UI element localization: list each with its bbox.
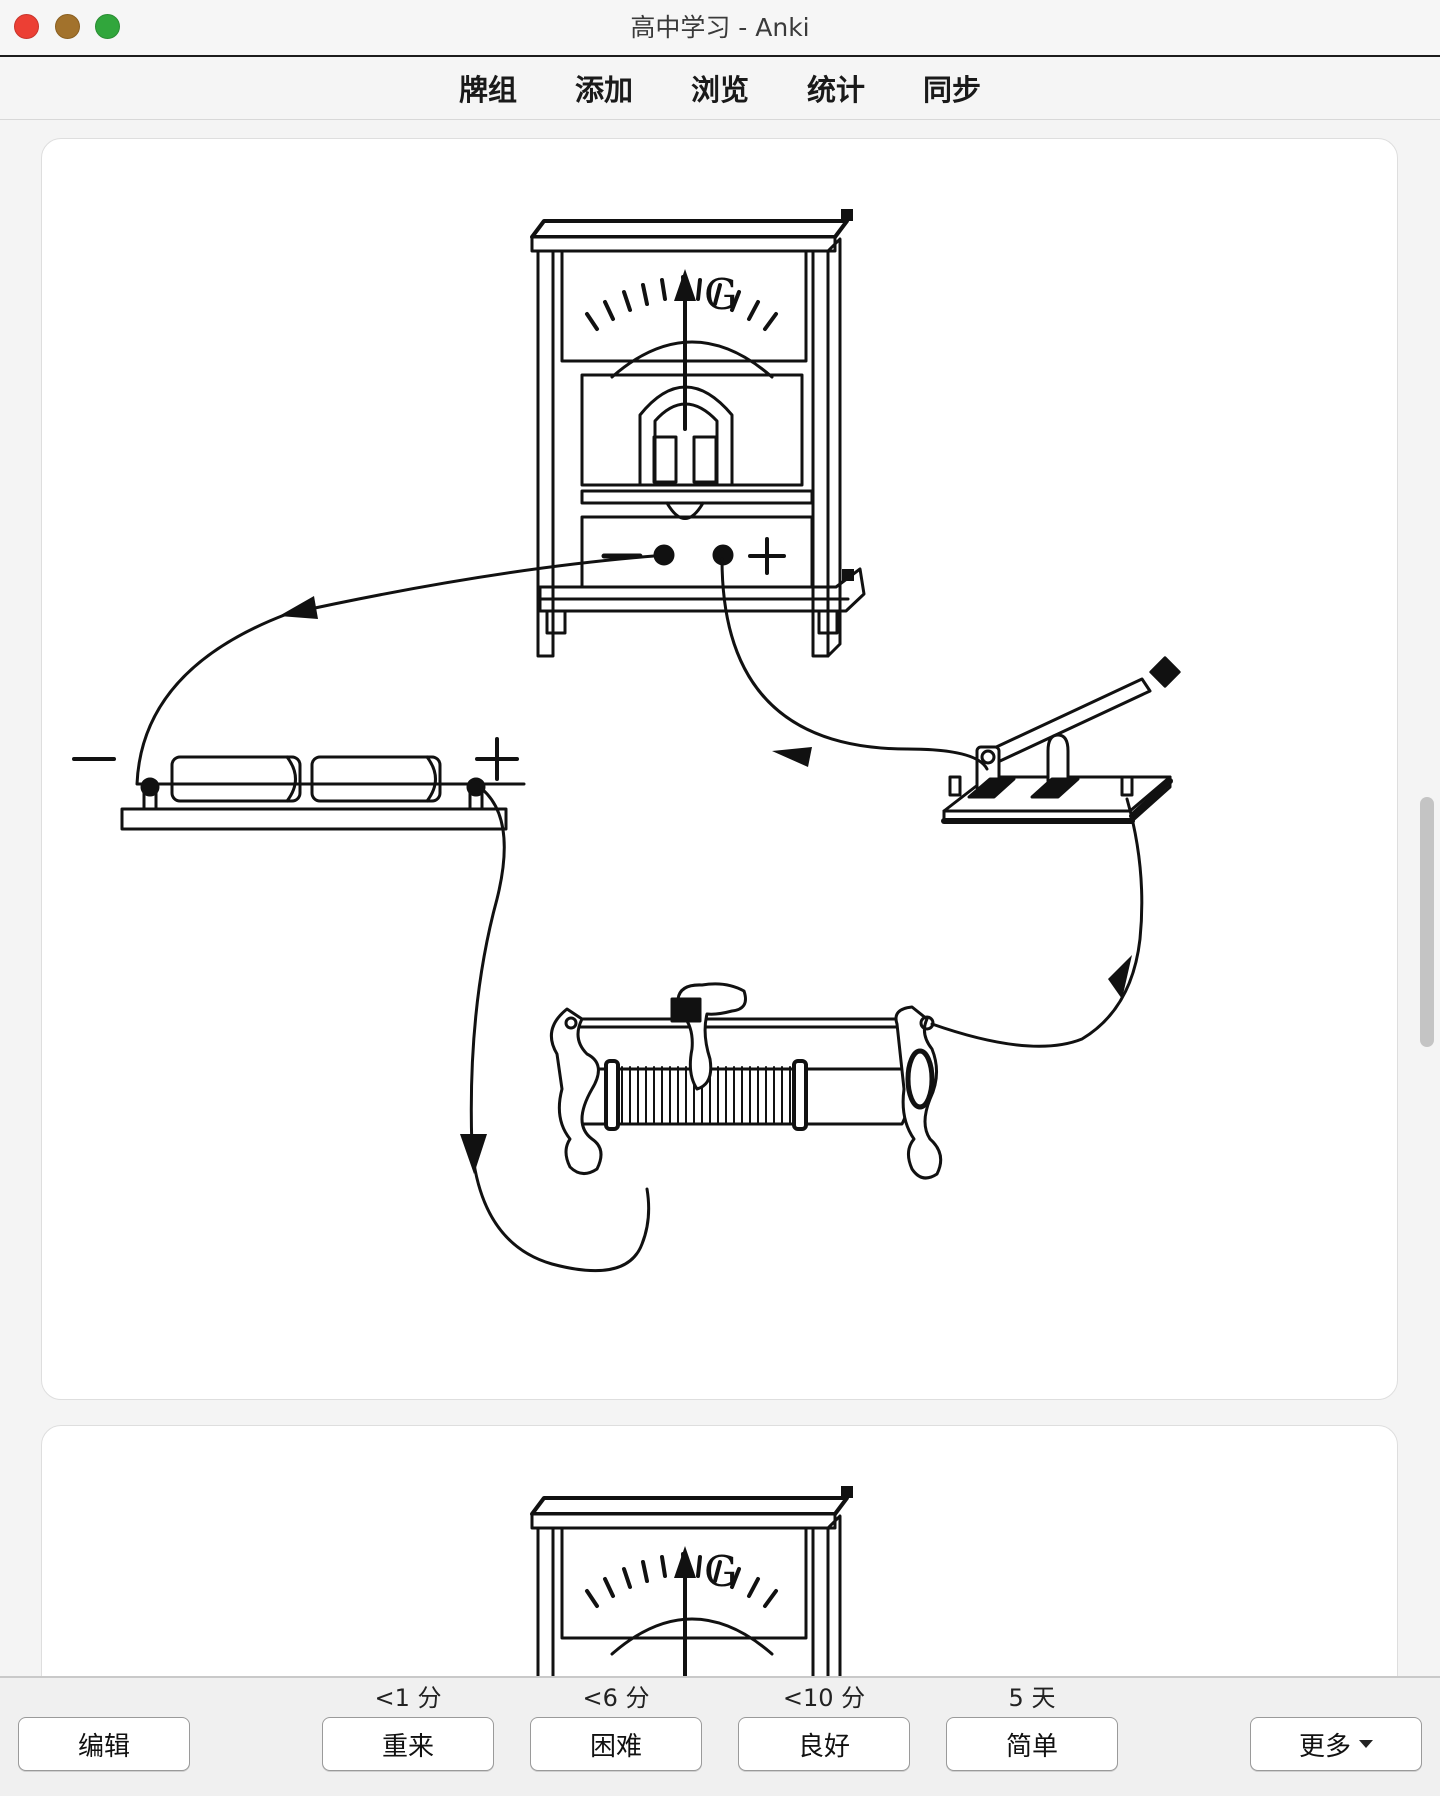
interval-hard: <6 分 xyxy=(582,1684,650,1712)
title-bar: 高中学习 - Anki xyxy=(0,0,1440,57)
galvanometer-partial: G xyxy=(530,1486,853,1676)
card-content-area[interactable]: G xyxy=(0,120,1440,1676)
toolbar-sync[interactable]: 同步 xyxy=(923,73,982,107)
galvanometer: G xyxy=(530,209,866,658)
battery xyxy=(72,737,526,831)
hard-button[interactable]: 困难 xyxy=(530,1717,702,1771)
circuit-diagram: G xyxy=(72,209,1181,1273)
easy-button[interactable]: 简单 xyxy=(946,1717,1118,1771)
minimize-window-button[interactable] xyxy=(55,14,80,39)
main-toolbar: 牌组 添加 浏览 统计 同步 xyxy=(0,57,1440,120)
window-title: 高中学习 - Anki xyxy=(630,13,810,42)
edit-button[interactable]: 编辑 xyxy=(18,1717,190,1771)
good-button[interactable]: 良好 xyxy=(738,1717,910,1771)
circuit-wires xyxy=(135,554,1144,1273)
caret-down-icon xyxy=(1359,1740,1373,1748)
galvanometer-label-2: G xyxy=(704,1547,738,1596)
more-button[interactable]: 更多 xyxy=(1250,1717,1422,1771)
toolbar-browse[interactable]: 浏览 xyxy=(690,73,749,107)
toolbar-add[interactable]: 添加 xyxy=(574,73,633,107)
toolbar-stats[interactable]: 统计 xyxy=(807,73,866,107)
interval-easy: 5 天 xyxy=(1008,1684,1056,1712)
knife-switch xyxy=(941,656,1181,824)
interval-good: <10 分 xyxy=(782,1684,866,1712)
close-window-button[interactable] xyxy=(14,14,39,39)
more-label: 更多 xyxy=(1298,1731,1351,1762)
interval-again: <1 分 xyxy=(374,1684,442,1712)
maximize-window-button[interactable] xyxy=(95,14,120,39)
content-scrollbar[interactable] xyxy=(1420,797,1434,1047)
rheostat xyxy=(549,982,943,1180)
galvanometer-label: G xyxy=(704,270,738,319)
toolbar-decks[interactable]: 牌组 xyxy=(458,73,517,107)
again-button[interactable]: 重来 xyxy=(322,1717,494,1771)
answer-bar xyxy=(0,1676,1440,1796)
card-question: G xyxy=(41,138,1398,1400)
card-answer: G xyxy=(41,1425,1398,1676)
